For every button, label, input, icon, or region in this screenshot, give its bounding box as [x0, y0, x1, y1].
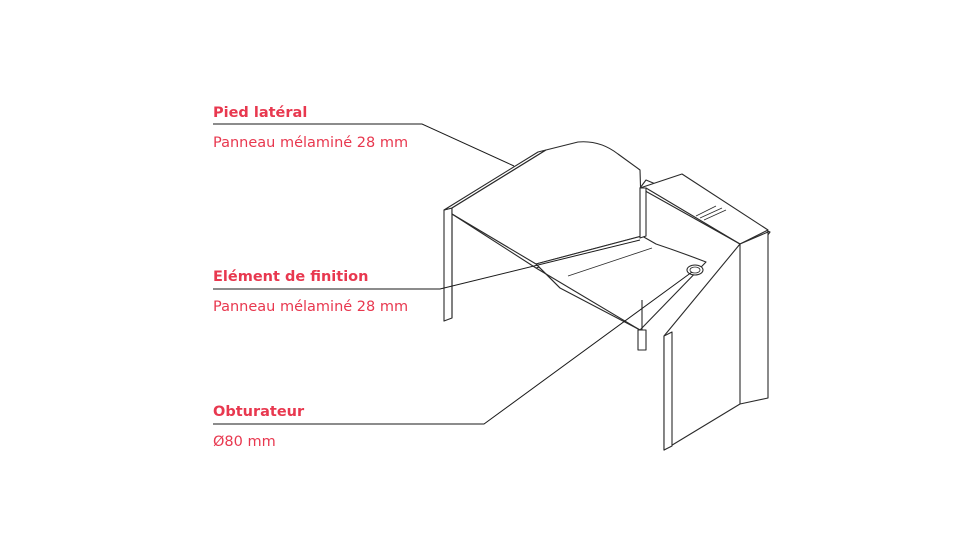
reception-counter: [639, 173, 771, 451]
callout-title: Elément de finition: [213, 269, 369, 285]
callout-element-de-finition: Elément de finition Panneau mélaminé 28 …: [213, 268, 408, 316]
callout-subtitle: Panneau mélaminé 28 mm: [213, 299, 409, 315]
leader-lines: [213, 123, 693, 425]
callout-title: Obturateur: [213, 404, 305, 420]
callout-subtitle: Ø80 mm: [213, 434, 276, 450]
callout-obturateur: Obturateur Ø80 mm: [213, 403, 304, 451]
left-side-panel: [443, 149, 547, 322]
callout-pied-lateral: Pied latéral Panneau mélaminé 28 mm: [213, 104, 408, 152]
callout-title: Pied latéral: [213, 105, 308, 121]
center-leg: [637, 300, 647, 351]
finishing-element: [535, 235, 707, 331]
callout-subtitle: Panneau mélaminé 28 mm: [213, 135, 409, 151]
glass-top-icon: [695, 205, 727, 221]
